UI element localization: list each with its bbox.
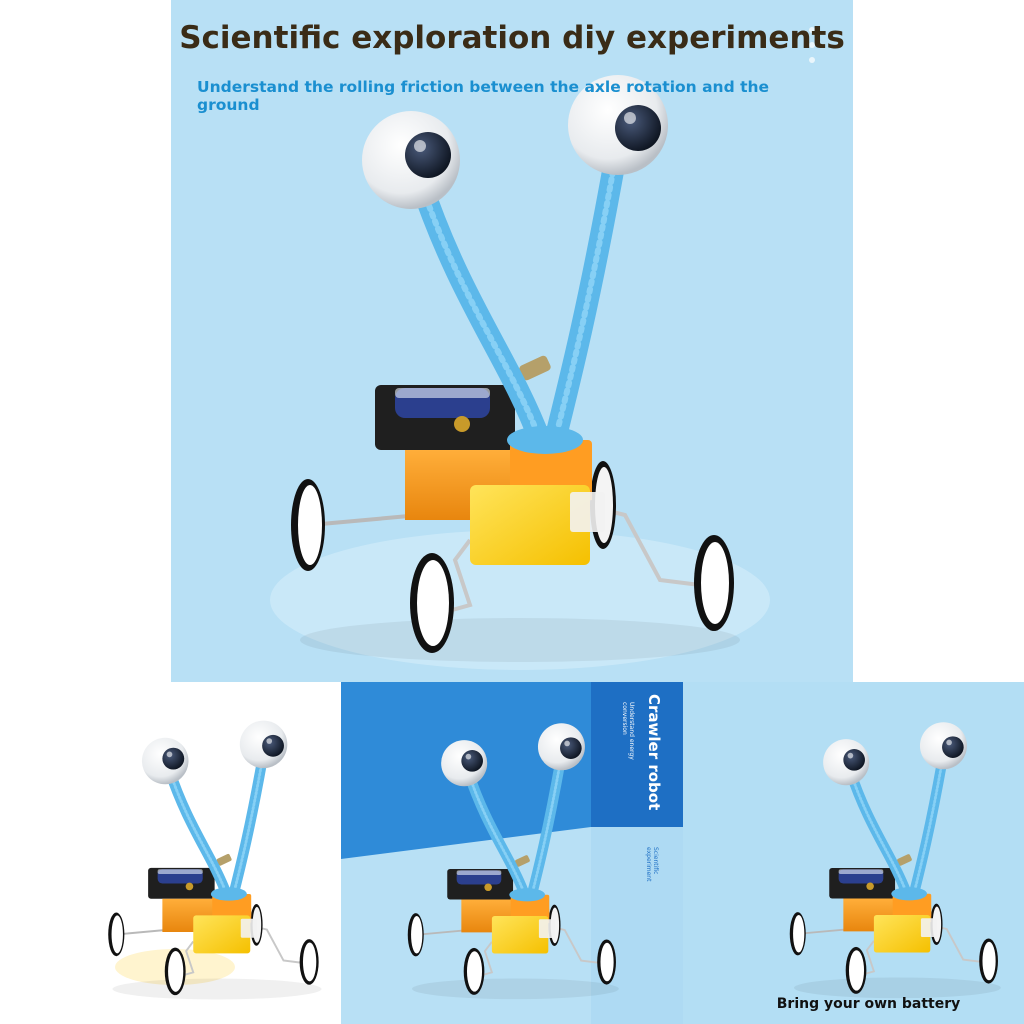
category-label: Scientific experiment bbox=[645, 847, 659, 882]
main-product-panel: Scientific exploration diy experiments U… bbox=[171, 0, 853, 682]
crawler-robot-image bbox=[171, 0, 853, 682]
thumbnail-white-background bbox=[0, 682, 341, 1024]
thumbnail-battery-panel: Bring your own battery bbox=[683, 682, 1024, 1024]
battery-caption: Bring your own battery bbox=[776, 996, 961, 1012]
page-subtitle: Understand the rolling friction between … bbox=[197, 78, 770, 114]
page-title: Scientific exploration diy experiments bbox=[179, 20, 845, 56]
thumbnail-branded-panel: Crawler robot Understand energy conversi… bbox=[341, 682, 683, 1024]
crawler-robot-branded-image bbox=[341, 682, 683, 1024]
crawler-robot-side-image bbox=[683, 682, 1024, 1024]
product-name-label: Crawler robot bbox=[645, 694, 663, 811]
crawler-robot-thumbnail-image bbox=[0, 682, 341, 1024]
tagline-label: Understand energy conversion bbox=[621, 702, 635, 760]
